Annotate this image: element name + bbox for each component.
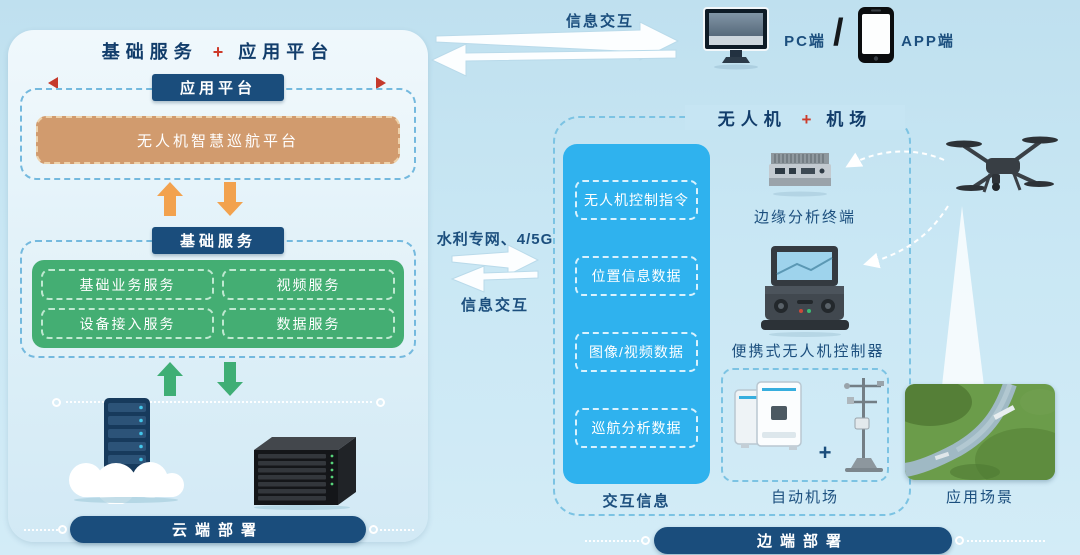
mid-exchange-arrows-icon bbox=[450, 244, 540, 293]
dot-ring-icon bbox=[58, 525, 67, 534]
red-arrow-left-icon bbox=[48, 77, 58, 89]
edge-title-plus: + bbox=[801, 110, 812, 129]
green-up-arrow-icon bbox=[156, 362, 184, 396]
mid-exchange-label: 信息交互 bbox=[460, 297, 529, 314]
service-item: 基础业务服务 bbox=[41, 269, 214, 300]
pc-monitor-icon bbox=[703, 7, 769, 70]
green-down-arrow-icon bbox=[216, 362, 244, 396]
edge-terminal-label: 边缘分析终端 bbox=[753, 209, 856, 226]
smartphone-icon bbox=[858, 7, 894, 63]
interaction-caption: 交互信息 bbox=[602, 493, 671, 510]
edge-deployment-pill: 边端部署 bbox=[654, 527, 952, 554]
cloud-deployment-pill: 云端部署 bbox=[70, 516, 366, 543]
orange-down-arrow-icon bbox=[216, 182, 244, 216]
smart-patrol-platform-box: 无人机智慧巡航平台 bbox=[36, 116, 400, 164]
weather-station-icon bbox=[844, 378, 884, 472]
drone-icon bbox=[946, 136, 1058, 193]
divider-slash: / bbox=[833, 12, 844, 54]
pill-dotline bbox=[24, 529, 58, 531]
base-services-grid: 基础业务服务 视频服务 设备接入服务 数据服务 bbox=[32, 260, 404, 348]
service-item: 数据服务 bbox=[222, 308, 395, 339]
pill-dotline bbox=[380, 529, 414, 531]
auto-airport-group bbox=[721, 368, 889, 482]
scene-photo bbox=[905, 384, 1055, 480]
interaction-item: 无人机控制指令 bbox=[575, 180, 698, 220]
dot-ring-icon bbox=[955, 536, 964, 545]
scene-label: 应用场景 bbox=[945, 489, 1014, 506]
interaction-data-box: 无人机控制指令 位置信息数据 图像/视频数据 巡航分析数据 bbox=[563, 144, 710, 484]
dot-ring-icon bbox=[376, 398, 385, 407]
dot-ring-icon bbox=[52, 398, 61, 407]
drone-signal-beam-icon bbox=[942, 206, 984, 386]
red-arrow-right-icon bbox=[376, 77, 386, 89]
cloud-server-icon bbox=[69, 398, 184, 504]
dotted-divider bbox=[66, 401, 372, 403]
service-item: 设备接入服务 bbox=[41, 308, 214, 339]
pill-dotline bbox=[967, 540, 1045, 542]
dot-ring-icon bbox=[641, 536, 650, 545]
edge-deployment-panel: 无人机 + 机场 无人机控制指令 位置信息数据 图像/视频数据 巡航分析数据 交… bbox=[553, 105, 1045, 554]
top-exchange-label: 信息交互 bbox=[565, 13, 634, 30]
drone-controller-icon bbox=[761, 246, 849, 337]
edge-title-right: 机场 bbox=[826, 110, 873, 129]
edge-panel-title: 无人机 + 机场 bbox=[685, 105, 905, 130]
controller-label: 便携式无人机控制器 bbox=[731, 343, 885, 360]
airport-plus-sign: + bbox=[818, 440, 832, 465]
interaction-item: 巡航分析数据 bbox=[575, 408, 698, 448]
dot-ring-icon bbox=[369, 525, 378, 534]
edge-terminal-icon bbox=[769, 153, 831, 197]
network-label: 水利专网、4/5G bbox=[436, 231, 554, 248]
pc-label: PC端 bbox=[784, 33, 826, 50]
cloud-title-right: 应用平台 bbox=[238, 42, 335, 62]
airport-label: 自动机场 bbox=[770, 489, 839, 506]
app-label: APP端 bbox=[901, 33, 955, 50]
cloud-title-plus: + bbox=[212, 42, 224, 62]
edge-title-left: 无人机 bbox=[717, 110, 787, 129]
storage-server-icon bbox=[254, 437, 356, 510]
cloud-title-left: 基础服务 bbox=[101, 42, 198, 62]
interaction-item: 图像/视频数据 bbox=[575, 332, 698, 372]
cloud-panel-title: 基础服务 + 应用平台 bbox=[8, 38, 428, 64]
cloud-deployment-panel: 基础服务 + 应用平台 应用平台 无人机智慧巡航平台 基础服务 基础业务服务 视… bbox=[8, 30, 428, 543]
dock-cabinet-icon bbox=[734, 381, 802, 450]
app-platform-header: 应用平台 bbox=[152, 74, 284, 101]
service-item: 视频服务 bbox=[222, 269, 395, 300]
pill-dotline bbox=[585, 540, 643, 542]
base-services-header: 基础服务 bbox=[152, 227, 284, 254]
interaction-item: 位置信息数据 bbox=[575, 256, 698, 296]
orange-up-arrow-icon bbox=[156, 182, 184, 216]
